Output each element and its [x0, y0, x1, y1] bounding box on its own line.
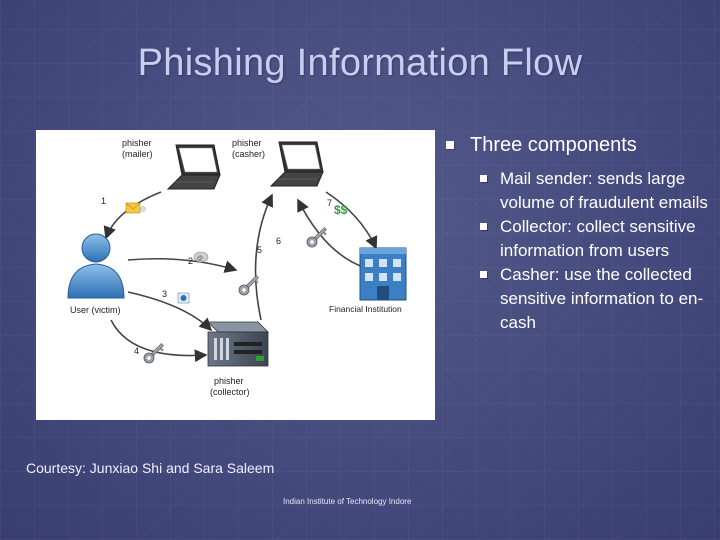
data-token-icon: @: [193, 251, 209, 263]
label-phisher-mailer-1: phisher: [122, 138, 152, 148]
key-icon: [143, 343, 164, 364]
flow-arrows: [103, 191, 378, 363]
step-number: 1: [101, 196, 106, 206]
phishing-flow-diagram: phisher (mailer) phisher (casher) User (…: [36, 130, 435, 420]
bullet-list: Three components Mail sender: sends larg…: [444, 133, 714, 335]
laptop-icon: [166, 144, 221, 190]
key-icon: [238, 275, 259, 296]
bullet-sub: Casher: use the collected sensitive info…: [444, 263, 714, 335]
label-user-victim: User (victim): [70, 305, 121, 315]
arrow-collector-to-casher: [254, 193, 274, 321]
footer-institution: Indian Institute of Technology Indore: [283, 497, 412, 506]
label-phisher-casher-2: (casher): [232, 149, 265, 159]
laptop-icon: [269, 141, 324, 187]
bullet-sub: Collector: collect sensitive information…: [444, 215, 714, 263]
arrow-mailer-to-user: [103, 191, 162, 240]
label-phisher-mailer-2: (mailer): [122, 149, 153, 159]
arrow-casher-to-financial: [325, 191, 378, 250]
bullet-main: Three components: [444, 133, 714, 157]
square-bullet-icon: [446, 141, 454, 149]
server-icon: [207, 321, 269, 367]
courtesy-note: Courtesy: Junxiao Shi and Sara Saleem: [26, 460, 275, 476]
step-number: 3: [162, 289, 167, 299]
square-bullet-icon: [480, 223, 487, 230]
bullet-sub: Mail sender: sends large volume of fraud…: [444, 167, 714, 215]
svg-text:@: @: [197, 256, 203, 262]
label-financial-institution: Financial Institution: [329, 304, 402, 314]
arrow-user-to-collector-2: [127, 257, 238, 273]
user-avatar-icon: [67, 233, 125, 299]
money-label: $$: [334, 203, 348, 217]
square-bullet-icon: [480, 271, 487, 278]
label-phisher-collector-1: phisher: [214, 376, 244, 386]
square-bullet-icon: [480, 175, 487, 182]
label-phisher-collector-2: (collector): [210, 387, 250, 397]
step-number: 2: [188, 256, 193, 266]
bullet-main-text: Three components: [470, 134, 637, 156]
bullet-sub-text: Mail sender: sends large volume of fraud…: [500, 169, 708, 212]
step-number: 4: [134, 346, 139, 356]
bullet-sub-text: Collector: collect sensitive information…: [500, 217, 696, 260]
step-number: 7: [327, 198, 332, 208]
arrow-user-to-collector-3: [127, 291, 213, 332]
step-number: 6: [276, 236, 281, 246]
envelope-icon: [125, 202, 146, 214]
browser-icon: [177, 292, 190, 304]
label-phisher-casher-1: phisher: [232, 138, 262, 148]
arrow-financial-to-casher: [297, 198, 367, 269]
slide-title: Phishing Information Flow: [137, 42, 583, 84]
step-number: 5: [257, 245, 262, 255]
arrow-mailer-to-collector: [110, 319, 208, 363]
bullet-sub-text: Casher: use the collected sensitive info…: [500, 265, 704, 332]
key-icon: [306, 227, 327, 248]
financial-institution-icon: [359, 247, 407, 301]
